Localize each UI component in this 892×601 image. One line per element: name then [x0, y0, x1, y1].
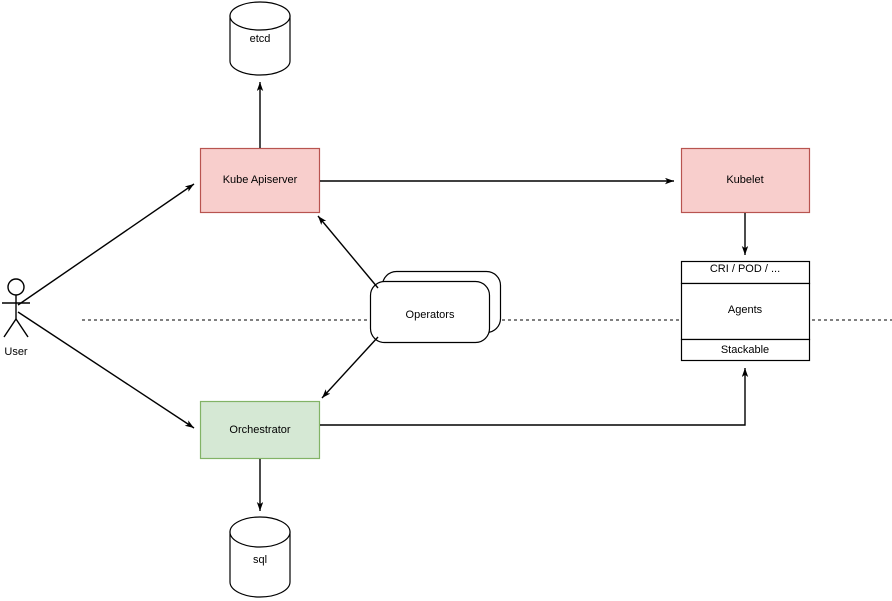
node-orchestrator[interactable] — [199, 400, 321, 460]
node-sql[interactable] — [229, 516, 291, 598]
node-user-actor[interactable] — [2, 278, 30, 338]
operators-front-card — [369, 280, 491, 344]
edge-orchestrator-to-stackable — [320, 368, 749, 426]
edge-layer — [17, 82, 749, 511]
node-etcd[interactable] — [229, 1, 291, 76]
edge-user-to-apiserver — [17, 183, 195, 306]
edge-operators-to-orchestrator — [321, 336, 379, 399]
node-cri-pod[interactable] — [680, 260, 811, 285]
node-operators[interactable] — [369, 270, 502, 344]
node-agents-stack — [680, 260, 811, 362]
edge-user-to-orchestrator — [17, 311, 195, 429]
edge-operators-to-apiserver — [317, 215, 379, 289]
node-stackable[interactable] — [680, 338, 811, 362]
node-kube-apiserver[interactable] — [199, 147, 321, 214]
node-agents[interactable] — [680, 282, 811, 341]
node-kubelet[interactable] — [680, 147, 811, 214]
